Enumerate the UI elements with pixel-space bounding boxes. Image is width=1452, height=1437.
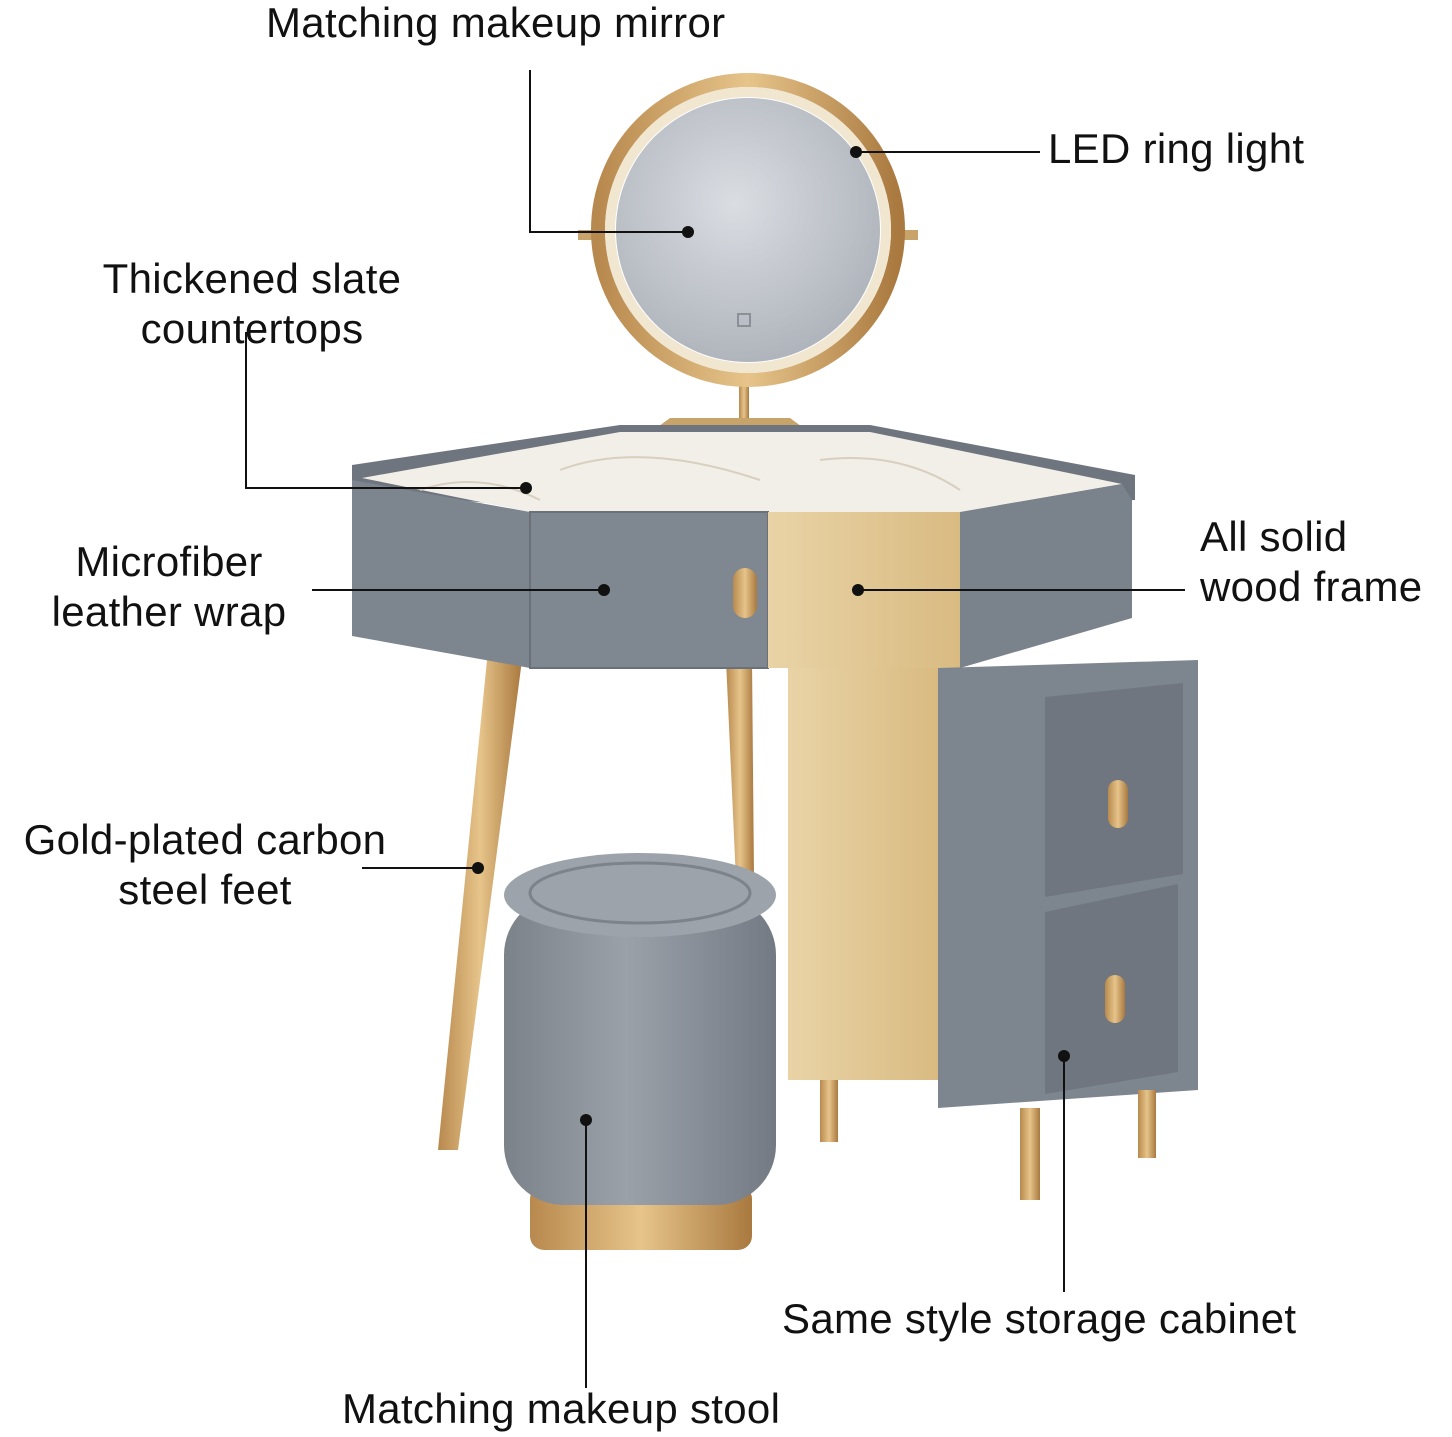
mirror-pivot-right [898, 230, 918, 240]
led-ring [591, 73, 905, 387]
leg-front-left [438, 660, 522, 1150]
leader-lines [245, 70, 1185, 1388]
makeup-stool [504, 853, 776, 1250]
label-leather-wrap: Microfiber leather wrap [51, 538, 287, 635]
mirror-pivot-left [578, 230, 600, 240]
mirror-glass [616, 98, 880, 362]
dot-wood [852, 584, 864, 596]
touch-switch-icon [737, 313, 751, 327]
dot-cabinet [1058, 1050, 1070, 1062]
label-wood-frame: All solid wood frame [1200, 513, 1423, 610]
label-storage-cabinet: Same style storage cabinet [782, 1295, 1297, 1342]
cabinet-foot-3 [1138, 1090, 1156, 1158]
label-slate-countertops: Thickened slate countertops [102, 255, 402, 352]
cabinet-handle-bottom [1105, 975, 1125, 1023]
led-glow [605, 87, 891, 373]
side-panel-left [352, 480, 530, 668]
makeup-mirror [578, 73, 918, 440]
cabinet-foot-2 [1020, 1108, 1040, 1200]
label-steel-feet: Gold-plated carbon steel feet [23, 816, 387, 913]
drawer-handle [733, 568, 757, 618]
mirror-stand-post [739, 380, 749, 440]
dot-slate [520, 482, 532, 494]
stool-body [504, 895, 776, 1205]
label-makeup-mirror: Matching makeup mirror [266, 0, 726, 46]
dot-stool [580, 1114, 592, 1126]
leg-back [726, 660, 754, 880]
label-makeup-stool: Matching makeup stool [342, 1385, 781, 1432]
gold-legs [438, 660, 754, 1150]
side-panel-right [960, 484, 1132, 668]
leader-slate [245, 332, 526, 489]
callout-dots [472, 146, 1070, 1126]
dot-led [850, 146, 862, 158]
cabinet-handle-top [1108, 780, 1128, 828]
label-led-ring-light: LED ring light [1048, 125, 1305, 172]
leader-mirror [529, 70, 688, 233]
dot-leather [598, 584, 610, 596]
dot-feet [472, 862, 484, 874]
storage-cabinet [788, 660, 1198, 1200]
dot-mirror [682, 226, 694, 238]
cabinet-wood-side [788, 668, 938, 1080]
vanity-table [352, 425, 1135, 669]
cabinet-foot-1 [820, 1080, 838, 1142]
marble-countertop [362, 432, 1122, 512]
